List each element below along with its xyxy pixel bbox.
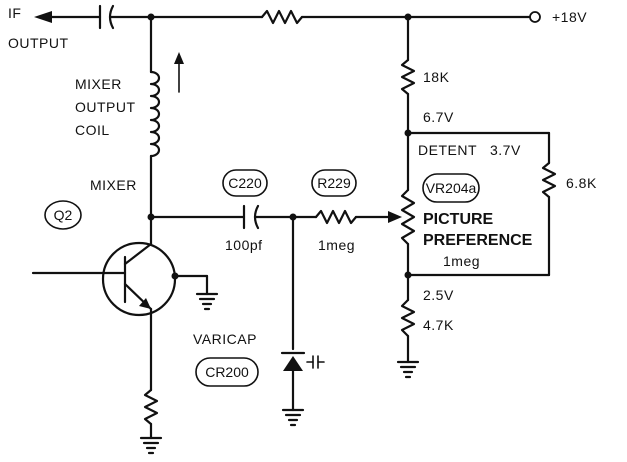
- if-output-arrow: [34, 11, 102, 23]
- coil-label-line3: COIL: [75, 122, 110, 138]
- q2-label: Q2: [54, 207, 73, 223]
- r229-value-label: 1meg: [318, 237, 355, 253]
- node-voltage-2-5v: 2.5V: [423, 287, 454, 303]
- emitter-ground: [139, 436, 163, 455]
- r68k-resistor: [541, 161, 557, 199]
- r229-label: R229: [317, 175, 351, 191]
- vr204a-label: VR204a: [426, 180, 477, 196]
- c220-label: C220: [228, 175, 262, 191]
- r47k-resistor: [400, 298, 416, 338]
- r68k-label: 6.8K: [566, 175, 597, 191]
- pot-value-label: 1meg: [443, 253, 480, 269]
- cr200-tag-outline: [195, 357, 259, 387]
- vr204a-potentiometer: [400, 188, 416, 246]
- transistor-ground-lead: [171, 272, 219, 311]
- r47k-label: 4.7K: [423, 317, 454, 333]
- r18k-label: 18K: [423, 69, 450, 85]
- varicap-ground: [281, 408, 305, 427]
- supply-voltage-label: +18V: [552, 9, 587, 25]
- tuning-arrow: [174, 52, 184, 93]
- picture-label: PICTURE: [423, 211, 494, 228]
- emitter-arrow: [139, 298, 151, 309]
- cr200-label: CR200: [205, 364, 249, 380]
- coil-label-line1: MIXER: [75, 76, 122, 92]
- mixer-label: MIXER: [90, 177, 137, 193]
- mixer-output-coil: [149, 70, 161, 158]
- if-output-label-line1: IF: [8, 5, 21, 21]
- r18k-resistor: [400, 58, 416, 96]
- junction-dot: [404, 271, 412, 279]
- transistor-collector: [123, 242, 153, 266]
- top-resistor: [260, 9, 304, 25]
- q2-tag-outline: [44, 200, 82, 230]
- varicap-label: VARICAP: [193, 331, 257, 347]
- r229-tag-outline: [311, 169, 357, 197]
- vr204a-tag-outline: [422, 173, 480, 203]
- if-output-label-line2: OUTPUT: [8, 35, 69, 51]
- r229-resistor: [314, 209, 358, 225]
- supply-terminal: [529, 11, 541, 23]
- detent-label: DETENT: [418, 142, 477, 158]
- c220-tag-outline: [222, 169, 268, 197]
- preference-label: PREFERENCE: [423, 232, 533, 249]
- varicap-diode: [280, 351, 325, 371]
- c220-value-label: 100pf: [225, 237, 263, 253]
- wiper-arrow: [388, 211, 402, 223]
- divider-ground: [396, 360, 420, 379]
- emitter-resistor: [143, 388, 159, 426]
- node-voltage-6-7v: 6.7V: [423, 109, 454, 125]
- detent-voltage-label: 3.7V: [490, 142, 521, 158]
- coil-label-line2: OUTPUT: [75, 99, 136, 115]
